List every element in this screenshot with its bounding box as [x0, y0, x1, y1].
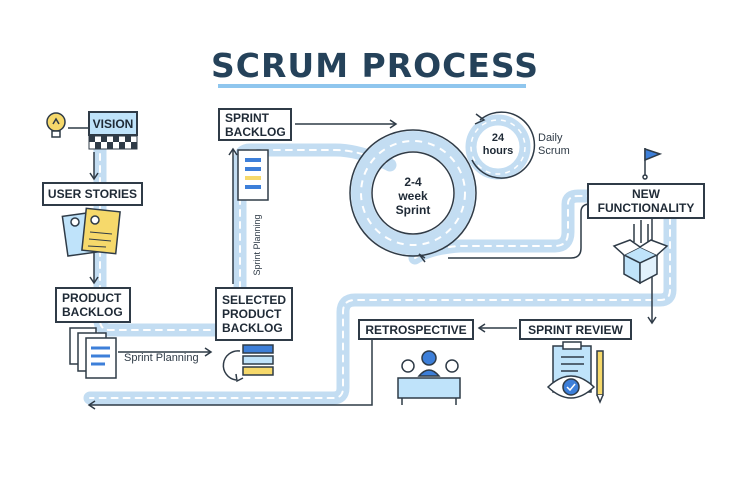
- daily-scrum-label: Daily Scrum: [538, 132, 570, 158]
- daily-cycle-label-line-2: hours: [482, 145, 514, 157]
- vision-box: VISION: [88, 111, 138, 136]
- sprint-backlog-label-line-2: BACKLOG: [225, 124, 286, 139]
- title-underline: [218, 84, 526, 88]
- sprint-cycle-label-line-3: Sprint: [395, 203, 431, 217]
- selected-product-backlog-label-line-1: SELECTED: [222, 293, 287, 307]
- user-stories-label: USER STORIES: [47, 187, 138, 201]
- sprint-review-box: SPRINT REVIEW: [519, 319, 632, 340]
- flag-icon: [642, 147, 663, 180]
- product-backlog-box: PRODUCT BACKLOG: [55, 287, 131, 323]
- story-cards-icon: [61, 207, 121, 257]
- pencil-icon: [596, 350, 604, 404]
- eye-icon: [546, 375, 596, 399]
- sprint-cycle-label: 2-4 week Sprint: [383, 175, 443, 217]
- daily-cycle-label-line-1: 24: [491, 132, 505, 144]
- flow-arrows: [68, 119, 657, 410]
- sprint-planning-label: Sprint Planning: [124, 352, 199, 364]
- sprint-planning-vertical-label: Sprint Planning: [252, 214, 262, 276]
- documents-stack-icon: [69, 327, 117, 379]
- sprint-cycle-label-line-2: week: [398, 189, 428, 203]
- daily-scrum-label-line-2: Scrum: [538, 145, 570, 157]
- lightbulb-icon: [46, 112, 66, 138]
- open-box-icon: [612, 220, 669, 285]
- page-title: SCRUM PROCESS: [211, 46, 539, 85]
- retrospective-label: RETROSPECTIVE: [365, 322, 467, 337]
- new-functionality-label-line-2: FUNCTIONALITY: [597, 201, 695, 215]
- new-functionality-box: NEW FUNCTIONALITY: [587, 183, 705, 219]
- sprint-backlog-document-icon: [237, 149, 269, 201]
- sprint-cycle: [349, 129, 477, 257]
- daily-scrum-label-line-1: Daily: [538, 132, 563, 144]
- sprint-backlog-box: SPRINT BACKLOG: [218, 108, 292, 141]
- selected-product-backlog-box: SELECTED PRODUCT BACKLOG: [215, 287, 293, 341]
- backlog-stack-icon: [242, 344, 274, 376]
- new-functionality-label-line-1: NEW: [632, 187, 660, 201]
- daily-cycle: [465, 111, 536, 180]
- product-backlog-label-line-2: BACKLOG: [62, 305, 123, 319]
- refresh-arrow-icon: [222, 350, 244, 383]
- sprint-backlog-label-line-1: SPRINT: [225, 110, 270, 125]
- selected-product-backlog-label-line-3: BACKLOG: [222, 321, 283, 335]
- selected-product-backlog-label-line-2: PRODUCT: [222, 307, 282, 321]
- checkered-flag-icon: [88, 135, 138, 150]
- user-stories-box: USER STORIES: [42, 182, 143, 206]
- product-backlog-label-line-1: PRODUCT: [62, 291, 122, 305]
- sprint-review-label: SPRINT REVIEW: [528, 322, 623, 337]
- vision-label: VISION: [92, 116, 134, 131]
- team-meeting-icon: [397, 350, 461, 405]
- retrospective-box: RETROSPECTIVE: [358, 319, 474, 340]
- daily-cycle-label: 24 hours: [478, 132, 518, 158]
- sprint-cycle-label-line-1: 2-4: [404, 175, 422, 189]
